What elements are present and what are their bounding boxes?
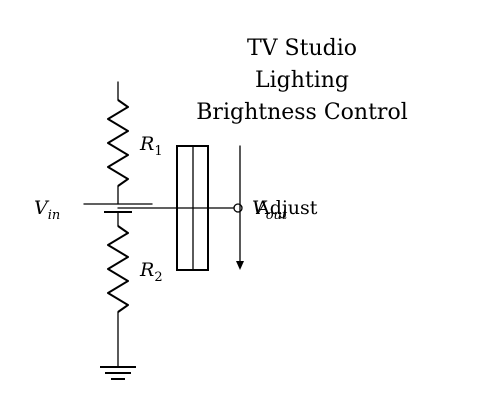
title-line-1: TV Studio xyxy=(247,36,357,61)
svg-text:R2: R2 xyxy=(139,259,163,285)
adjust-arrow-icon xyxy=(236,145,244,270)
svg-text:Vin: Vin xyxy=(34,197,60,223)
ground-icon xyxy=(100,366,136,380)
label-vout: Vout xyxy=(252,197,288,223)
vout-label-sub: out xyxy=(266,208,288,223)
label-r1: R1 xyxy=(139,133,163,159)
r1-label-sub: 1 xyxy=(154,144,162,159)
vin-label-sub: in xyxy=(48,208,61,223)
potentiometer[interactable] xyxy=(176,145,209,271)
r1-label-main: R xyxy=(139,133,154,155)
svg-text:R1: R1 xyxy=(139,133,163,159)
vout-label-main: V xyxy=(252,197,268,219)
resistor-r1 xyxy=(107,99,129,187)
r2-label-main: R xyxy=(139,259,154,281)
r2-label-sub: 2 xyxy=(154,270,162,285)
title-line-2: Lighting xyxy=(255,68,349,93)
resistor-r2 xyxy=(107,225,129,313)
label-vin: Vin xyxy=(34,197,60,223)
output-terminal xyxy=(233,203,243,213)
diagram-title: TV Studio Lighting Brightness Control xyxy=(196,36,407,125)
svg-text:Vout: Vout xyxy=(252,197,288,223)
adjust-label: Adjust xyxy=(255,197,318,219)
label-r2: R2 xyxy=(139,259,163,285)
title-line-3: Brightness Control xyxy=(196,100,407,125)
vin-label-main: V xyxy=(34,197,50,219)
